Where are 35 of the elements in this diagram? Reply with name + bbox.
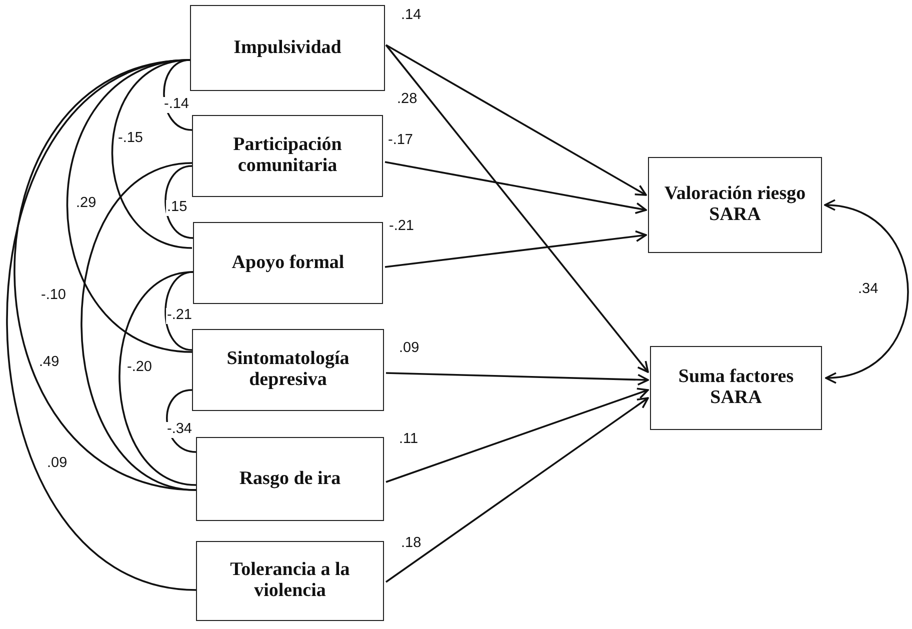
arrow [386, 44, 647, 196]
covariance-curve [66, 59, 192, 353]
variable-label: Rasgo de ira [239, 468, 341, 490]
arrow [384, 230, 647, 268]
variable-box [192, 115, 383, 197]
arrow [824, 200, 909, 383]
variable-label: Sintomatología depresiva [226, 349, 350, 391]
covariance-curve [80, 162, 196, 491]
coefficient-label: -.34 [166, 422, 193, 438]
variable-box [196, 541, 384, 621]
variable-box [193, 222, 383, 304]
coefficient-label: -.21 [166, 308, 193, 324]
arrow [386, 388, 649, 483]
variable-label: Apoyo formal [232, 252, 344, 274]
covariance-curve [118, 271, 196, 486]
covariance-curve [164, 271, 194, 351]
variable-box [190, 5, 385, 91]
covariance-curve [164, 165, 194, 239]
arrow [385, 397, 649, 583]
coefficient-label: -.14 [163, 97, 190, 113]
arrow [385, 44, 649, 373]
variable-label: Participación comunitaria [232, 135, 343, 177]
arrow [384, 161, 647, 214]
variable-label: Valoración riesgo SARA [663, 184, 807, 226]
variable-box [648, 157, 822, 253]
coefficient-label: .15 [166, 200, 188, 216]
variable-label: Tolerancia a la violencia [229, 560, 351, 602]
covariance-curve [6, 59, 196, 591]
variable-label: Impulsividad [234, 38, 342, 58]
arrow [386, 372, 649, 386]
variable-box [650, 346, 822, 430]
covariance-curve [111, 59, 192, 249]
variable-box [192, 329, 384, 411]
variable-label: Suma factores SARA [677, 367, 795, 409]
variable-box [196, 437, 384, 521]
